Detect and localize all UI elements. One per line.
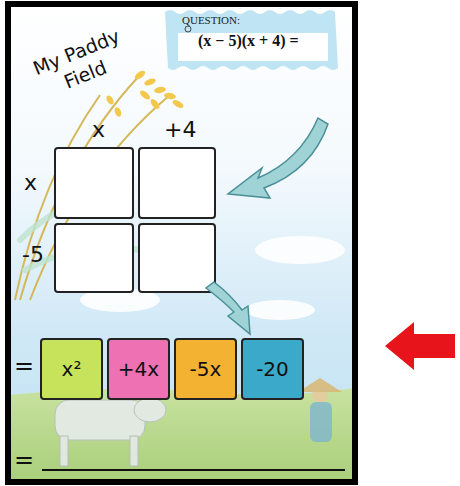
question-heading: QUESTION: — [178, 14, 330, 26]
farmer-figure — [298, 378, 342, 442]
equals-sign: = — [14, 446, 34, 474]
tile-term: -5x — [190, 357, 222, 381]
cow-figure — [55, 398, 166, 466]
field — [8, 388, 355, 482]
question-expression: (x − 5)(x + 4) = — [178, 26, 330, 50]
bullet-icon — [185, 26, 191, 32]
column-header: +4 — [164, 117, 196, 142]
paddy-grains — [105, 69, 185, 118]
area-grid — [55, 148, 215, 292]
flow-arrows — [206, 118, 328, 334]
question-banner — [165, 10, 338, 70]
answer-line — [42, 469, 345, 471]
card-ground — [8, 4, 355, 482]
product-tile: +4x — [107, 338, 170, 400]
row-header: -5 — [22, 242, 44, 267]
tile-term: x² — [62, 357, 82, 381]
tile-term: -20 — [256, 357, 289, 381]
pointer-arrow — [385, 322, 455, 370]
card-frame — [8, 4, 355, 482]
tile-term: +4x — [118, 357, 159, 381]
product-tile: x² — [40, 338, 103, 400]
product-tile: -20 — [241, 338, 304, 400]
column-header: x — [92, 117, 105, 142]
question-box: QUESTION:(x − 5)(x + 4) = — [178, 14, 330, 62]
product-tile: -5x — [174, 338, 237, 400]
equals-sign: = — [14, 352, 34, 380]
row-header: x — [24, 170, 37, 195]
